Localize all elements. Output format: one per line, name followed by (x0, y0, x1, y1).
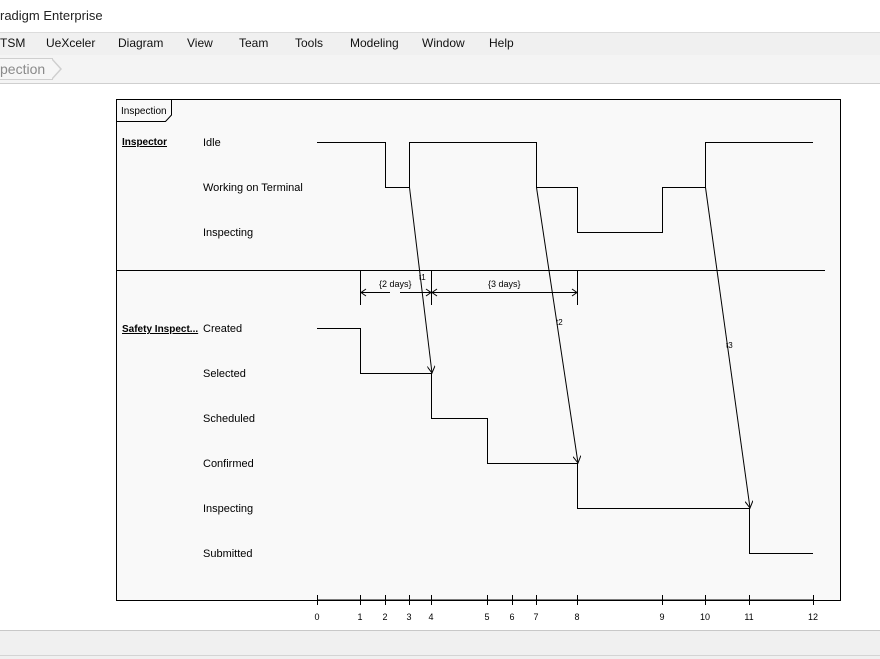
duration-label-1[interactable]: {2 days} (379, 279, 412, 289)
menu-diagram[interactable]: Diagram (118, 36, 164, 50)
state-scheduled: Scheduled (203, 413, 255, 425)
time-ticks (317, 595, 814, 605)
tick-label-5: 5 (484, 612, 489, 622)
menu-help[interactable]: Help (489, 36, 514, 50)
tick-label-7: 7 (533, 612, 538, 622)
menu-tools[interactable]: Tools (295, 36, 324, 50)
title-bar: radigm Enterprise (0, 0, 880, 33)
status-bar-field (0, 635, 880, 656)
safety-inspection-state-line[interactable] (317, 328, 813, 554)
diagram-frame[interactable] (116, 99, 841, 601)
state-submitted: Submitted (203, 548, 253, 560)
state-selected: Selected (203, 368, 246, 380)
menu-view[interactable]: View (187, 36, 213, 50)
state-inspecting-2: Inspecting (203, 503, 253, 515)
menu-window[interactable]: Window (422, 36, 465, 50)
tick-label-4: 4 (428, 612, 433, 622)
breadcrumb-item[interactable]: pection (0, 58, 53, 80)
tick-label-11: 11 (744, 612, 753, 622)
state-created: Created (203, 323, 242, 335)
tick-label-10: 10 (700, 612, 710, 622)
tick-label-1: 1 (357, 612, 362, 622)
tick-label-3: 3 (406, 612, 411, 622)
message-t3[interactable] (705, 187, 751, 509)
frame-label: Inspection (121, 106, 167, 117)
breadcrumb: pection (0, 55, 880, 84)
duration-arrows-2 (431, 288, 578, 297)
inspector-state-line[interactable] (317, 142, 813, 233)
tick-label-9: 9 (659, 612, 664, 622)
menu-modeling[interactable]: Modeling (350, 36, 399, 50)
diagram-canvas[interactable]: Inspection Inspector Safety Inspect... I… (0, 84, 880, 630)
tick-label-12: 12 (808, 612, 818, 622)
duration-label-2[interactable]: {3 days} (488, 279, 521, 289)
window-title: radigm Enterprise (0, 8, 103, 23)
menu-tsm[interactable]: TSM (0, 36, 26, 50)
timing-diagram[interactable]: Inspection Inspector Safety Inspect... I… (0, 84, 880, 630)
menu-bar: TSM UeXceler Diagram View Team Tools Mod… (0, 33, 880, 55)
message-t2[interactable] (536, 187, 579, 464)
state-idle: Idle (203, 137, 221, 149)
tick-label-2: 2 (382, 612, 387, 622)
tick-label-0: 0 (314, 612, 319, 622)
breadcrumb-label: pection (0, 61, 46, 77)
menu-uexceler[interactable]: UeXceler (46, 36, 96, 50)
message-t1[interactable] (409, 187, 433, 374)
lifeline-inspector[interactable]: Inspector (122, 137, 167, 148)
message-label-t2: t2 (556, 318, 563, 327)
state-working-on-terminal: Working on Terminal (203, 182, 303, 194)
lifeline-safety-inspection[interactable]: Safety Inspect... (122, 324, 198, 335)
state-inspecting: Inspecting (203, 227, 253, 239)
message-label-t1: t1 (419, 273, 426, 282)
frame-tab (116, 99, 172, 122)
status-bar (0, 630, 880, 659)
tick-label-6: 6 (509, 612, 514, 622)
message-label-t3: t3 (726, 341, 733, 350)
state-confirmed: Confirmed (203, 458, 254, 470)
menu-team[interactable]: Team (239, 36, 269, 50)
duration-arrows-1 (360, 288, 432, 297)
tick-label-8: 8 (574, 612, 579, 622)
